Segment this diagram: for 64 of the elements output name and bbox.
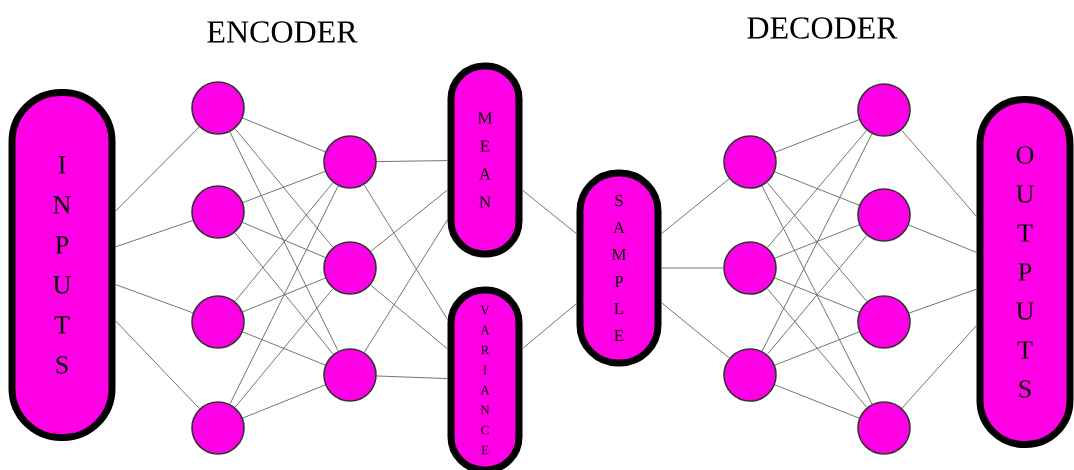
neuron-circle	[323, 241, 377, 295]
connection-line	[774, 384, 860, 419]
connection-line	[766, 288, 868, 408]
connection-line	[229, 185, 339, 405]
connection-line	[363, 184, 448, 320]
section-heading: DECODER	[747, 17, 898, 39]
neuron-circle	[323, 348, 377, 402]
connection-line	[908, 288, 977, 314]
connection-line	[242, 331, 326, 366]
capsule: SAMPLE	[576, 169, 662, 367]
connection-line	[370, 284, 448, 350]
connection-line	[115, 126, 200, 212]
neuron-circle	[857, 401, 911, 455]
neuron-circle	[723, 241, 777, 295]
connection-line	[242, 384, 326, 419]
connection-line	[774, 119, 860, 153]
connection-line	[522, 303, 577, 350]
connection-line	[376, 160, 448, 163]
capsule: VARIANCE	[447, 286, 523, 470]
connection-line	[766, 130, 868, 248]
connection-line	[234, 128, 334, 248]
connection-line	[766, 235, 868, 355]
capsule: MEAN	[447, 62, 523, 258]
neuron-circle	[857, 188, 911, 242]
connection-line	[376, 375, 448, 380]
capsule: OUTPUTS	[976, 96, 1074, 448]
connection-line	[774, 171, 860, 206]
connection-line	[774, 224, 860, 259]
connection-line	[242, 222, 326, 258]
connection-line	[115, 220, 194, 248]
neuron-circle	[191, 185, 245, 239]
neuron-circle	[723, 135, 777, 189]
connection-line	[661, 267, 724, 269]
connection-line	[766, 182, 868, 302]
connection-line	[522, 189, 577, 235]
connection-line	[242, 171, 326, 203]
connection-line	[370, 189, 448, 252]
connection-line	[661, 302, 730, 359]
connection-line	[234, 182, 334, 302]
connection-line	[234, 232, 334, 355]
connection-line	[901, 129, 977, 217]
connection-line	[901, 325, 977, 409]
neuron-circle	[723, 348, 777, 402]
connection-line	[115, 320, 200, 410]
connection-line	[242, 117, 326, 153]
connection-line	[115, 284, 194, 314]
connection-line	[661, 178, 730, 235]
section-heading: ENCODER	[207, 21, 358, 43]
connection-line	[761, 133, 873, 352]
connection-line	[234, 288, 334, 408]
connection-line	[774, 331, 860, 366]
neuron-circle	[191, 295, 245, 349]
connection-line	[908, 224, 977, 253]
capsule: INPUTS	[8, 89, 116, 441]
connection-line	[363, 219, 448, 353]
neuron-circle	[191, 81, 245, 135]
neuron-circle	[191, 401, 245, 455]
neuron-circle	[323, 135, 377, 189]
connection-line	[761, 185, 873, 405]
neuron-circle	[857, 83, 911, 137]
connection-line	[774, 277, 860, 313]
connection-line	[229, 131, 339, 352]
neuron-circle	[857, 295, 911, 349]
connection-line	[242, 277, 326, 313]
